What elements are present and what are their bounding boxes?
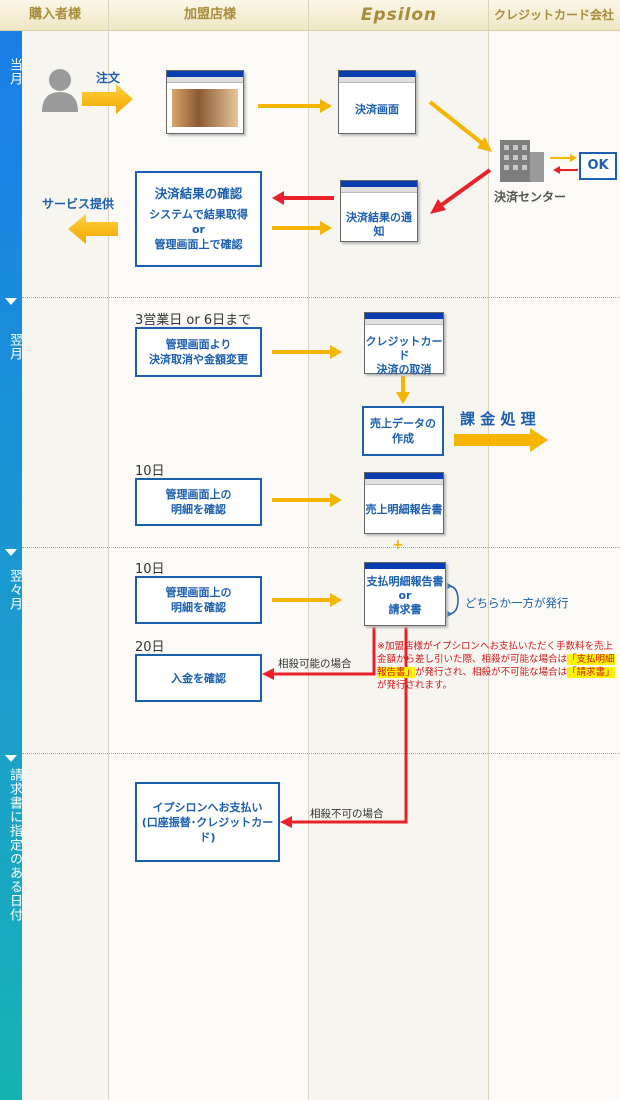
sales-data-line1: 売上データの [370,416,436,431]
deposit-check-box: 入金を確認 [135,654,262,702]
payment-screen-label: 決済画面 [339,103,415,117]
result-confirm-admin: 管理画面上で確認 [155,237,243,252]
day10-b-label: 10日 [135,558,165,577]
result-confirm-system: システムで結果取得 [149,207,248,222]
day10-a-label: 10日 [135,460,165,479]
sales-data-line2: 作成 [392,431,414,446]
detail-check-a-line2: 明細を確認 [171,502,226,517]
cancel-request-line1: 管理画面より [166,337,232,352]
deposit-check-label: 入金を確認 [171,671,226,686]
deadline-label: 3営業日 or 6日まで [135,309,251,328]
cc-cancel-window: クレジットカード 決済の取消 [364,312,444,374]
result-confirm-title: 決済結果の確認 [155,186,243,201]
detail-check-b-box: 管理画面上の 明細を確認 [135,576,262,624]
building-icon [500,140,544,182]
offset-ok-label: 相殺可能の場合 [278,656,352,671]
result-notice-window: 決済結果の通知 [340,180,418,242]
person-icon [42,69,78,112]
sales-report-window: 売上明細報告書 [364,472,444,534]
detail-check-b-line2: 明細を確認 [171,600,226,615]
plus-icon: + [392,537,404,553]
detail-check-a-box: 管理画面上の 明細を確認 [135,478,262,526]
billing-process-label: 課 金 処 理 [460,408,536,429]
payment-screen-window: 決済画面 [338,70,416,134]
pay-epsilon-box: イプシロンへお支払い (口座振替･クレジットカード) [135,782,280,862]
cc-cancel-label: クレジットカード 決済の取消 [365,335,443,377]
pay-report-window: 支払明細報告書 or 請求書 [364,562,446,626]
center-label: 決済センター [494,188,566,205]
service-label: サービス提供 [42,195,114,212]
detail-check-b-line1: 管理画面上の [166,585,232,600]
detail-check-a-line1: 管理画面上の [166,487,232,502]
cc-cancel-line2: 決済の取消 [365,363,443,377]
shop-image [172,89,238,127]
order-label: 注文 [96,69,120,86]
result-confirm-box: 決済結果の確認 システムで結果取得 or 管理画面上で確認 [135,171,262,267]
day20-label: 20日 [135,636,165,655]
note-highlight-invoice: 「請求書」 [567,667,615,678]
pay-epsilon-line2: (口座振替･クレジットカード) [137,815,278,845]
sales-report-label: 売上明細報告書 [365,503,443,517]
sales-data-box: 売上データの 作成 [362,406,444,456]
note-part3: が発行されます。 [377,680,452,691]
note-part2: が発行され、相殺が不可能な場合は [415,667,567,678]
ok-badge: OK [579,152,617,180]
result-confirm-or: or [192,222,205,237]
invoice-line: 請求書 [365,603,445,617]
either-label: どちらか一方が発行 [465,595,569,611]
pay-report-or: or [365,589,445,603]
pay-report-label: 支払明細報告書 or 請求書 [365,575,445,617]
cancel-request-line2: 決済取消や金額変更 [149,352,248,367]
cc-cancel-line1: クレジットカード [365,335,443,363]
cancel-request-box: 管理画面より 決済取消や金額変更 [135,327,262,377]
pay-epsilon-line1: イプシロンへお支払い [153,800,263,815]
pay-report-line: 支払明細報告書 [365,575,445,589]
offset-ng-label: 相殺不可の場合 [310,806,384,821]
merchant-site-window [166,70,244,134]
service-arrow-icon [68,214,118,244]
offset-note: ※加盟店様がイプシロンへお支払いただく手数料を売上金額から差し引いた際、相殺が可… [377,640,617,692]
order-arrow-icon [82,84,133,114]
result-notice-label: 決済結果の通知 [341,211,417,239]
